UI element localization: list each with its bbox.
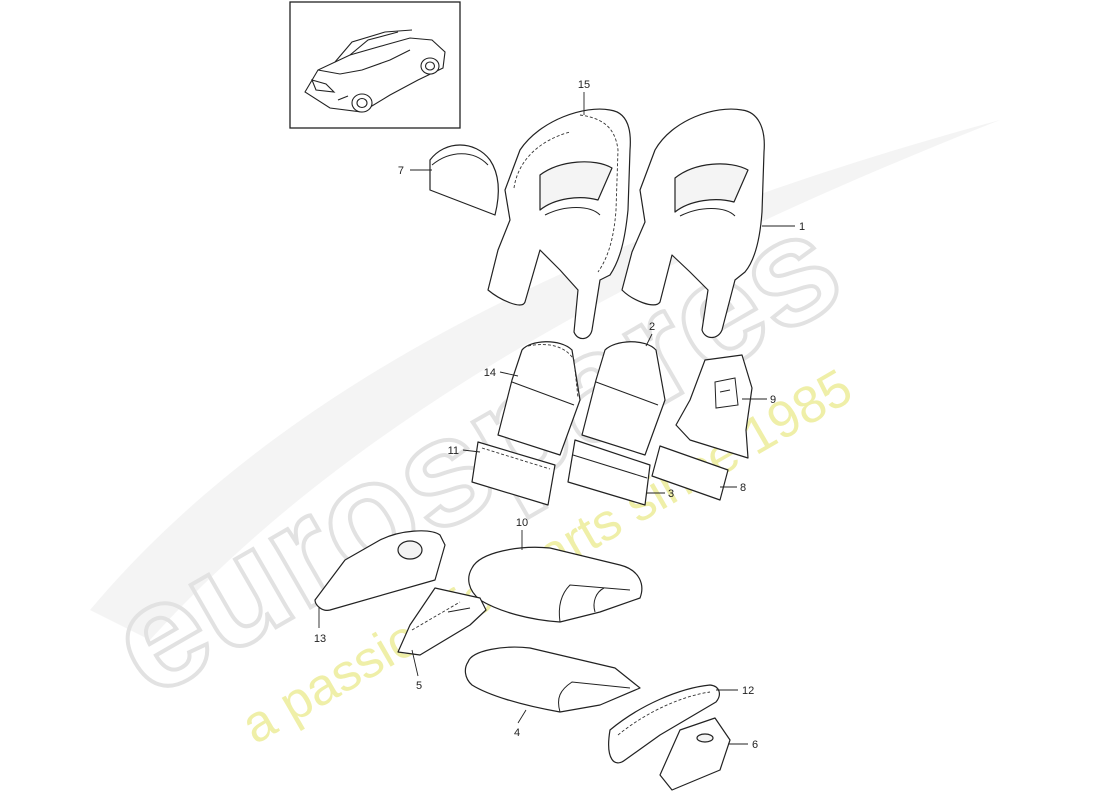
car-thumbnail	[289, 1, 461, 129]
part-3-lumbar-pad	[567, 439, 651, 506]
callout-13: 13	[314, 633, 326, 645]
part-8-lumbar-pad	[651, 445, 729, 501]
part-14-backrest-panel	[497, 341, 581, 456]
callout-9: 9	[770, 394, 776, 406]
callout-1: 1	[799, 221, 805, 233]
callout-15: 15	[578, 79, 590, 91]
callout-2: 2	[649, 321, 655, 333]
callout-11: 11	[448, 445, 459, 457]
callout-8: 8	[740, 482, 746, 494]
part-2-backrest-panel	[581, 341, 666, 456]
callout-leaders	[318, 92, 795, 745]
callout-3: 3	[668, 488, 674, 500]
part-4-seat-cushion	[464, 646, 641, 713]
roadster-car-icon	[304, 29, 446, 113]
callout-5: 5	[416, 680, 422, 692]
callout-6: 6	[752, 739, 758, 751]
callout-14: 14	[484, 367, 496, 379]
callout-7: 7	[398, 165, 404, 177]
part-13-side-shell	[314, 530, 446, 611]
part-11-lumbar-pad	[471, 441, 556, 506]
callout-12: 12	[742, 685, 754, 697]
part-5-side-trim	[397, 587, 487, 656]
part-1-seat-back-cover	[621, 108, 765, 339]
callout-4: 4	[514, 727, 520, 739]
callout-10: 10	[516, 517, 528, 529]
callout-labels: 15 7 1 2 14 9 11 3 8 10 13 5 4 12 6	[314, 79, 805, 751]
watermark-swoosh	[90, 120, 1000, 640]
part-7-headrest-pad	[429, 144, 499, 216]
part-9-backrest-shell	[675, 354, 753, 459]
part-15-seat-back-cover	[487, 108, 631, 340]
part-6-side-cover	[659, 717, 731, 791]
part-10-seat-cushion-cover	[468, 546, 643, 623]
